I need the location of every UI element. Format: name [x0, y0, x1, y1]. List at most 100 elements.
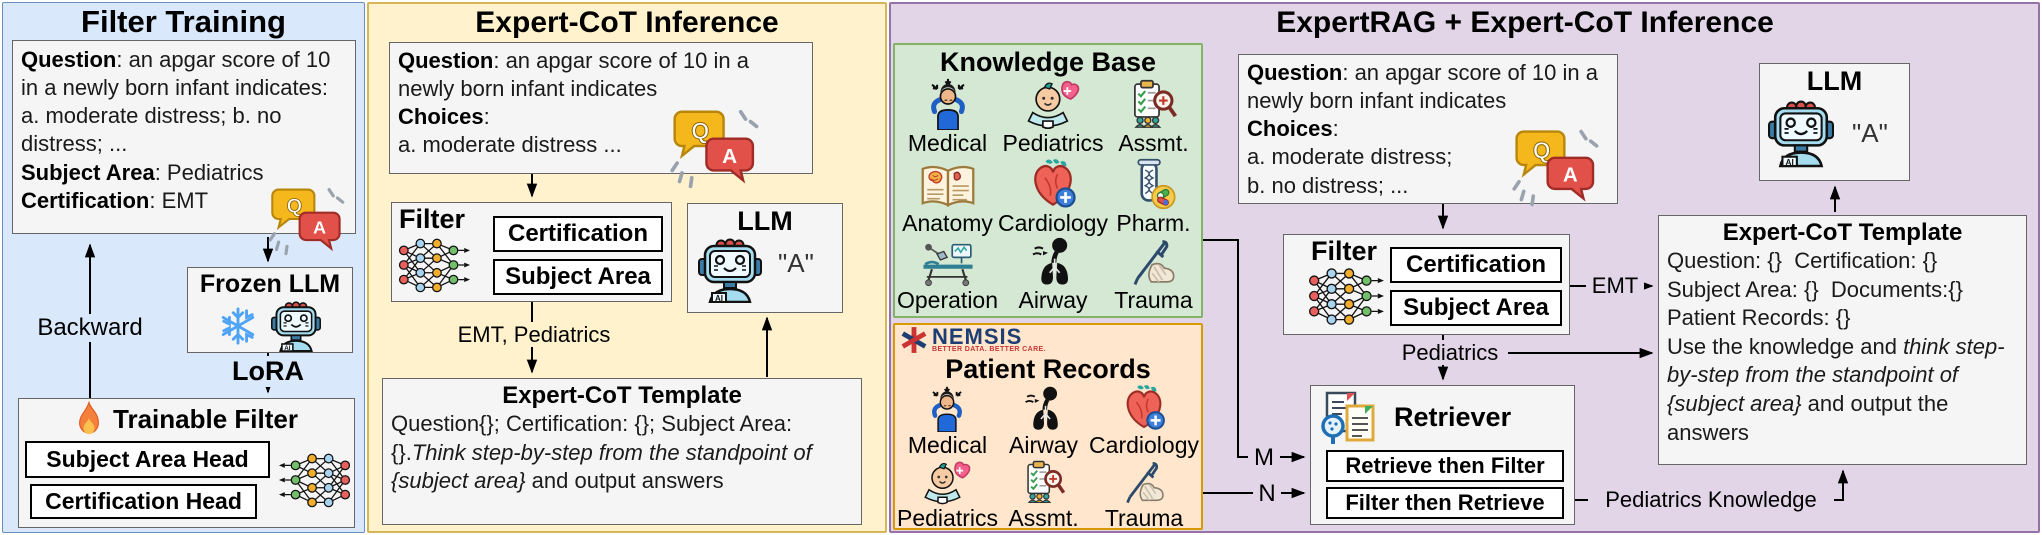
- svg-text:A: A: [722, 145, 737, 168]
- robot-icon: AI: [271, 300, 321, 352]
- choice-a: a. moderate distress ...: [398, 132, 622, 158]
- anatomy-icon: [920, 164, 976, 210]
- expert-cot-template-box: Expert-CoT Template Question: {} Certifi…: [1658, 215, 2027, 465]
- knowledge-base-item: Anatomy: [902, 164, 993, 235]
- pediatrics-knowledge-edge-label: Pediatrics Knowledge: [1588, 487, 1834, 513]
- expertrag-title: ExpertRAG + Expert-CoT Inference: [1276, 6, 1774, 39]
- backward-edge-label: Backward: [32, 314, 148, 342]
- robot-icon: AI: [1768, 98, 1834, 168]
- llm-answer: "A": [1852, 118, 1888, 148]
- subject-area-label: Subject Area: [21, 159, 155, 185]
- cardiology-icon: [1027, 158, 1079, 210]
- patient-records-item-label: Cardiology: [1089, 432, 1199, 458]
- expert-cot-template-title: Expert-CoT Template: [502, 382, 742, 409]
- patient-records-item-label: Airway: [1009, 432, 1079, 458]
- neural-network-icon: [397, 231, 471, 299]
- question-label: Question: [398, 48, 494, 73]
- svg-text:AI: AI: [1786, 158, 1794, 167]
- retriever-documents-icon: [1316, 390, 1382, 446]
- robot-icon: AI: [698, 237, 762, 303]
- question-label: Question: [1247, 60, 1343, 85]
- knowledge-base-item: Assmt.: [1118, 78, 1189, 157]
- patient-records-item-label: Trauma: [1104, 505, 1184, 532]
- knowledge-base-item-label: Pharm.: [1116, 209, 1191, 236]
- filter-training-title: Filter Training: [81, 4, 286, 39]
- template-line-3: Patient Records: {}: [1667, 305, 1851, 331]
- trainable-filter-title: Trainable Filter: [113, 403, 298, 434]
- airway-icon: [1022, 386, 1066, 432]
- expert-cot-template-title: Expert-CoT Template: [1722, 219, 1963, 246]
- svg-text:Q: Q: [691, 118, 709, 144]
- nemsis-logo: NEMSIS BETTER DATA. BETTER CARE.: [900, 325, 1046, 354]
- filter-then-retrieve-chip: Filter then Retrieve: [1326, 487, 1564, 519]
- knowledge-base-item: Medical: [908, 78, 987, 155]
- svg-text:A: A: [1563, 165, 1578, 187]
- llm-title: LLM: [1806, 66, 1863, 96]
- question-text: : an apgar score of 10 in a newly born i…: [21, 47, 331, 157]
- choices-label: Choices: [398, 104, 484, 130]
- svg-text:Q: Q: [287, 196, 303, 218]
- knowledge-base-item: Airway: [1018, 237, 1088, 313]
- filter-title: Filter: [399, 204, 466, 234]
- knowledge-base-item-label: Airway: [1018, 286, 1088, 313]
- trauma-icon: [1127, 239, 1179, 287]
- llm-title: LLM: [737, 206, 793, 236]
- question-label: Question: [21, 47, 117, 72]
- question-text: : an apgar score of 10 in a newly born i…: [398, 48, 749, 102]
- template-line-2: Subject Area: {} Documents:{}: [1667, 276, 1963, 302]
- knowledge-base-item: Pharm.: [1116, 158, 1191, 236]
- knowledge-base-grid: Medical Pediatrics Assmt. Anatomy Cardio…: [897, 78, 1199, 312]
- template-body: Use the knowledge and: [1667, 333, 1904, 359]
- svg-text:A: A: [313, 218, 326, 238]
- llm-answer: "A": [778, 248, 814, 278]
- fire-icon: [75, 401, 103, 437]
- patient-records-item: Airway: [1009, 386, 1078, 457]
- knowledge-base-item-label: Cardiology: [998, 209, 1108, 236]
- patient-records-item-label: Assmt.: [1008, 505, 1079, 532]
- cardiology-icon: [1120, 384, 1168, 432]
- pediatrics-icon: [923, 461, 971, 505]
- frozen-llm-box: Frozen LLM AI: [187, 267, 353, 353]
- knowledge-base-item-label: Assmt.: [1118, 130, 1189, 157]
- choice-a: a. moderate distress;: [1247, 144, 1453, 170]
- svg-text:Q: Q: [1533, 137, 1551, 163]
- svg-text:AI: AI: [715, 294, 723, 303]
- knowledge-base-item: Cardiology: [998, 158, 1108, 235]
- nemsis-star-icon: [900, 326, 928, 354]
- filter-title: Filter: [1311, 236, 1378, 266]
- subject-area-output-chip: Subject Area: [493, 259, 663, 295]
- patient-records-item: Cardiology: [1089, 384, 1199, 457]
- question-card: Question: an apgar score of 10 in a newl…: [12, 40, 356, 234]
- knowledge-base-item: Operation: [897, 243, 998, 312]
- question-text: : an apgar score of 10 in a newly born i…: [1247, 60, 1598, 114]
- knowledge-base-item-label: Trauma: [1114, 286, 1193, 313]
- patient-records-item: Pediatrics: [897, 461, 998, 530]
- retrieve-then-filter-chip: Retrieve then Filter: [1326, 450, 1564, 482]
- snowflake-icon: [219, 307, 257, 345]
- patient-records-grid: Medical Airway Cardiology Pediatrics Ass…: [897, 384, 1199, 532]
- m-edge-label: M: [1248, 444, 1280, 472]
- template-body-italic: Think step-by-step from the standpoint o…: [391, 439, 812, 494]
- emt-pediatrics-edge-label: EMT, Pediatrics: [450, 322, 618, 348]
- medical-icon: [922, 78, 974, 131]
- n-edge-label: N: [1253, 480, 1281, 508]
- emt-edge-label: EMT: [1586, 273, 1644, 299]
- knowledge-base-item-label: Anatomy: [902, 209, 993, 236]
- neural-network-icon: [278, 438, 352, 522]
- template-body-tail: and output the answers: [1667, 390, 1949, 445]
- assessment-icon: [1022, 459, 1066, 505]
- choice-b: b. no distress; ...: [1247, 172, 1409, 198]
- certification-output-chip: Certification: [1390, 247, 1562, 283]
- expert-cot-inference-title: Expert-CoT Inference: [475, 6, 779, 39]
- knowledge-base-title: Knowledge Base: [939, 47, 1157, 77]
- subject-area-value: : Pediatrics: [154, 159, 264, 185]
- knowledge-base-item-label: Operation: [897, 286, 999, 313]
- certification-head-chip: Certification Head: [30, 484, 257, 519]
- patient-records-item: Assmt.: [1008, 459, 1079, 532]
- pediatrics-icon: [1026, 80, 1080, 130]
- retriever-title: Retriever: [1394, 402, 1512, 432]
